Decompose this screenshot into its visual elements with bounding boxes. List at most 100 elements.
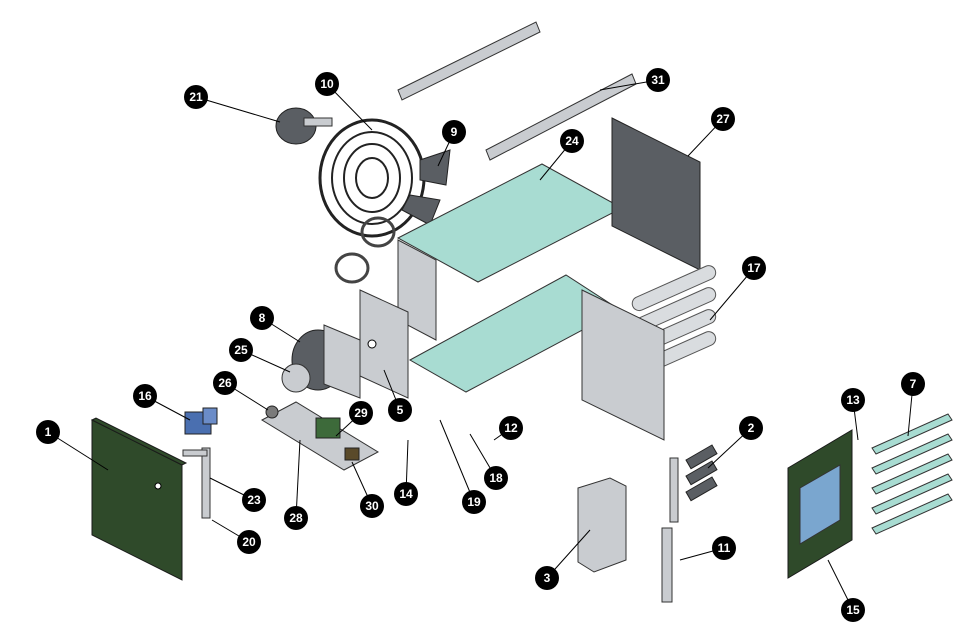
callout-number: 12 [504,421,518,435]
callout-number: 7 [910,377,917,391]
callout-29: 29 [349,401,373,425]
callout-number: 15 [846,603,860,617]
callout-circle [901,372,925,396]
callout-circle [535,566,559,590]
callout-number: 17 [747,261,761,275]
callout-circle [360,494,384,518]
part-16-gas-valve [184,407,218,435]
callout-11: 11 [712,536,736,560]
callout-number: 10 [320,77,334,91]
callout-27: 27 [711,107,735,131]
callout-19: 19 [462,490,486,514]
callout-circle [462,490,486,514]
callout-18: 18 [484,466,508,490]
callout-12: 12 [499,416,523,440]
part-27-back-panel [611,117,701,271]
callout-circle [711,107,735,131]
callout-number: 18 [489,471,503,485]
part-1-side-panel [90,417,188,581]
callout-circle [250,306,274,330]
callout-circle [442,120,466,144]
callout-7: 7 [901,372,925,396]
part-11-manifold [661,527,673,603]
callout-24: 24 [560,129,584,153]
callout-circle [646,68,670,92]
callout-number: 8 [259,311,266,325]
callout-28: 28 [284,506,308,530]
callout-number: 24 [565,134,579,148]
callout-number: 14 [399,487,413,501]
callout-number: 19 [467,495,481,509]
callout-17: 17 [742,256,766,280]
callout-circle [739,416,763,440]
callout-number: 1 [45,425,52,439]
callout-2: 2 [739,416,763,440]
callout-26: 26 [213,371,237,395]
callout-9: 9 [442,120,466,144]
callout-31: 31 [646,68,670,92]
callout-number: 2 [748,421,755,435]
callout-number: 31 [651,73,665,87]
callout-20: 20 [237,530,261,554]
part-25-inducer-blower [281,324,361,399]
part-3-bracket [577,477,627,573]
callout-8: 8 [250,306,274,330]
callout-circle [237,530,261,554]
callout-30: 30 [360,494,384,518]
fan-rings [334,216,396,284]
callout-number: 23 [247,493,261,507]
callout-number: 26 [218,376,232,390]
part-2-burners [669,444,718,523]
part-21-fan-motor [275,107,333,145]
callout-circle [712,536,736,560]
callout-number: 25 [234,343,248,357]
callout-number: 28 [289,511,303,525]
callout-number: 16 [138,389,152,403]
callout-21: 21 [184,85,208,109]
callout-3: 3 [535,566,559,590]
callout-circle [394,482,418,506]
callout-circle [484,466,508,490]
callout-number: 13 [846,393,860,407]
callout-circle [841,388,865,412]
callout-5: 5 [388,398,412,422]
callout-number: 27 [716,112,730,126]
part-15-access-panel [787,429,853,579]
callout-number: 30 [365,499,379,513]
callout-13: 13 [841,388,865,412]
part-17-heat-exchanger-tubes [581,265,717,441]
part-7-louvers [871,413,953,535]
callout-circle [560,129,584,153]
callout-circle [229,338,253,362]
part-28-control-board [260,401,380,471]
callout-10: 10 [315,72,339,96]
callout-16: 16 [133,384,157,408]
callout-15: 15 [841,598,865,622]
callout-number: 9 [451,125,458,139]
callout-circle [742,256,766,280]
callout-circle [184,85,208,109]
callout-number: 11 [718,541,731,555]
callout-circle [213,371,237,395]
callout-number: 5 [397,403,404,417]
part-9-fan-blade [401,149,451,226]
callout-circle [242,488,266,512]
callout-circle [36,420,60,444]
callout-circle [388,398,412,422]
callout-circle [133,384,157,408]
callout-circle [841,598,865,622]
callout-number: 3 [544,571,551,585]
callout-circle [284,506,308,530]
callout-number: 21 [189,90,203,104]
callout-number: 20 [242,535,256,549]
callout-circle [499,416,523,440]
callout-14: 14 [394,482,418,506]
callout-1: 1 [36,420,60,444]
heat-exchanger-housing [359,239,437,399]
part-31-rails [397,21,637,161]
part-23-bracket [182,447,211,519]
callout-circle [315,72,339,96]
callout-circle [349,401,373,425]
